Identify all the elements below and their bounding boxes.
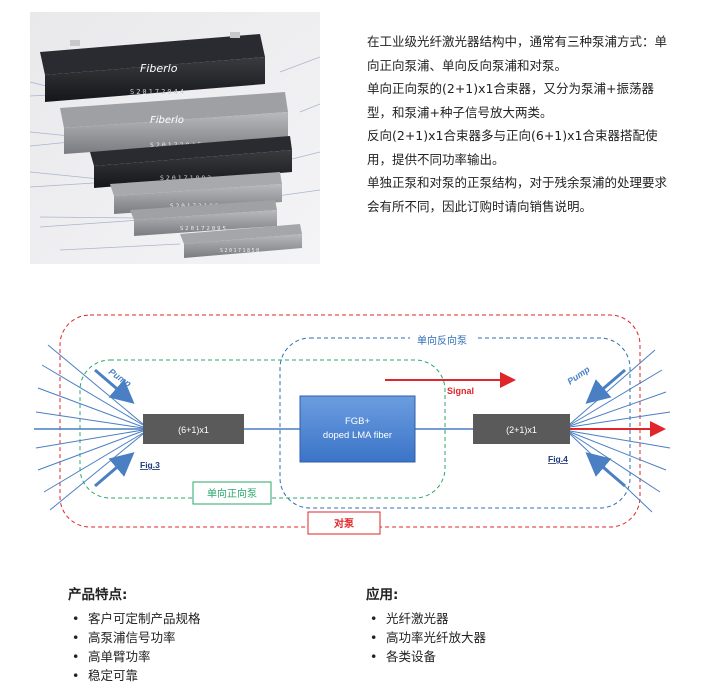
forward-label-box (192, 481, 272, 505)
intro-paragraph: 单向正向泵的(2+1)x1合束器，又分为泵浦+振荡器型，和泵浦+种子信号放大两类… (367, 81, 654, 120)
fig3-label: Fig.3 (140, 460, 160, 470)
pump-arrow-left-bottom (94, 452, 135, 488)
module-1: Fiberlo S20172044 (40, 32, 265, 102)
forward-label: 单向正向泵 (207, 487, 257, 500)
pump-label-right: Pump (565, 364, 592, 387)
list-item: 高功率光纤放大器 (366, 628, 486, 647)
svg-text:S20172044: S20172044 (130, 88, 186, 96)
svg-text:S20172045: S20172045 (150, 141, 203, 149)
pump-arrow-left-top (94, 368, 135, 404)
features-list: 客户可定制产品规格 高泵浦信号功率 高单臂功率 稳定可靠 (68, 609, 201, 685)
brand-logo: Fiberlo (140, 62, 178, 75)
features-section: 产品特点: 客户可定制产品规格 高泵浦信号功率 高单臂功率 稳定可靠 (68, 583, 201, 685)
module-5: S20172095 (130, 200, 277, 236)
bidirectional-label: 对泵 (334, 517, 355, 530)
bidirectional-label-box (307, 511, 381, 535)
bidirectional-boundary (59, 314, 641, 528)
intro-paragraph: 反向(2+1)x1合束器多与正向(6+1)x1合束器搭配使用，提供不同功率输出。 (367, 128, 658, 167)
module-2: Fiberlo S20172045 (60, 92, 288, 154)
backward-label: 单向反向泵 (417, 334, 467, 347)
combiner-6plus1-label: (6+1)x1 (178, 425, 209, 435)
list-item: 稳定可靠 (68, 666, 201, 685)
fgb-label-line1: FGB+ (345, 416, 371, 427)
module-6: S20171858 (180, 224, 302, 258)
fig4-label: Fig.4 (548, 454, 568, 464)
intro-paragraph: 单独正泵和对泵的正泵结构，对于残余泵浦的处理要求会有所不同，因此订购时请向销售说… (367, 175, 668, 214)
pumping-diagram: Pump Pump Signal (6+1)x1 FGB+ doped LMA … (34, 314, 671, 535)
svg-text:S20172095: S20172095 (180, 226, 228, 232)
applications-section: 应用: 光纤激光器 高功率光纤放大器 各类设备 (366, 583, 486, 666)
list-item: 高单臂功率 (68, 647, 201, 666)
intro-paragraph: 在工业级光纤激光器结构中，通常有三种泵浦方式：单向正向泵浦、单向反向泵浦和对泵。 (367, 34, 668, 73)
list-item: 高泵浦信号功率 (68, 628, 201, 647)
combiner-2plus1-box (473, 414, 570, 444)
applications-title: 应用: (366, 587, 399, 603)
features-title: 产品特点: (68, 587, 128, 603)
applications-list: 光纤激光器 高功率光纤放大器 各类设备 (366, 609, 486, 666)
signal-label: Signal (447, 386, 474, 396)
backward-boundary (279, 337, 631, 509)
product-photo: Fiberlo S20172044 Fiberlo S20172045 S201… (30, 12, 320, 264)
combiner-2plus1-label: (2+1)x1 (506, 425, 537, 435)
list-item: 客户可定制产品规格 (68, 609, 201, 628)
backward-label-box (410, 330, 475, 348)
svg-text:S20171858: S20171858 (220, 248, 261, 254)
list-item: 光纤激光器 (366, 609, 486, 628)
combiner-6plus1-box (143, 414, 244, 444)
pump-arrow-right-bottom (585, 452, 626, 488)
list-item: 各类设备 (366, 647, 486, 666)
intro-text: 在工业级光纤激光器结构中，通常有三种泵浦方式：单向正向泵浦、单向反向泵浦和对泵。… (367, 30, 667, 218)
left-pump-fibers (34, 344, 144, 511)
pump-label-left: Pump (107, 366, 134, 389)
svg-text:Fiberlo: Fiberlo (150, 115, 184, 126)
pump-arrow-right-top (585, 368, 626, 404)
fgb-fiber-box (299, 395, 416, 463)
svg-text:S20171883: S20171883 (160, 174, 213, 182)
module-3: S20171883 (90, 136, 292, 188)
fgb-label-line2: doped LMA fiber (323, 430, 392, 441)
